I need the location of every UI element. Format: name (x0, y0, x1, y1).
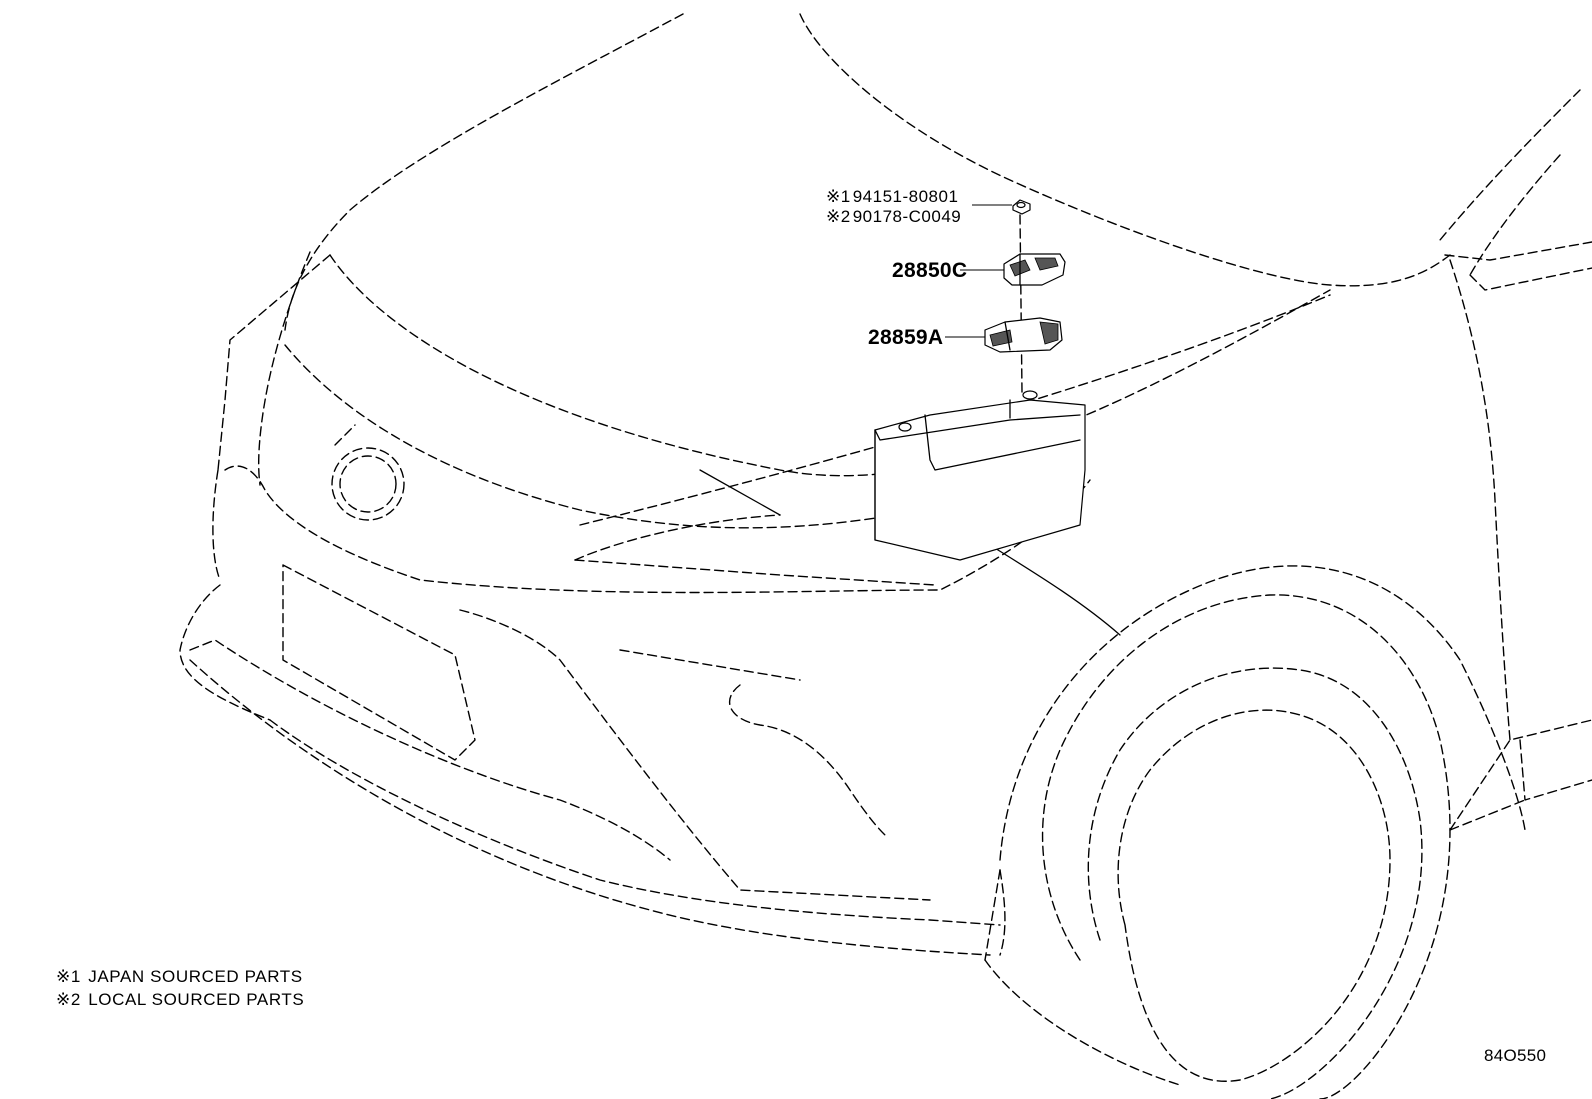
battery-bracket-icon (984, 317, 1063, 353)
assembly-line (1019, 214, 1023, 393)
leader-lines (945, 204, 1012, 338)
license-plate-outline (282, 564, 476, 761)
grille-outline (574, 469, 1121, 636)
fuse-block-icon (1003, 253, 1066, 286)
illustration-code: 84O550 (1484, 1046, 1547, 1065)
bumper-outline (179, 465, 1091, 961)
callout-bracket: 28859A (868, 326, 944, 349)
washer-local-part-number: 90178-C0049 (852, 207, 962, 226)
washer-japan-part-number: 94151-80801 (852, 187, 959, 206)
wheel-outline (984, 565, 1526, 1099)
battery-icon (874, 390, 1086, 561)
legend-local-text: LOCAL SOURCED PARTS (88, 990, 305, 1009)
japan-mark: ※1 (826, 187, 851, 206)
nut-washer-icon (1012, 199, 1031, 215)
legend-local: ※2 LOCAL SOURCED PARTS (56, 991, 304, 1008)
headlamp-outline (331, 424, 405, 521)
legend-japan-mark: ※1 (56, 967, 81, 986)
legend-local-mark: ※2 (56, 990, 81, 1009)
callout-fuse-block: 28850C (892, 259, 968, 282)
fender-outline (1449, 259, 1592, 831)
legend-japan-text: JAPAN SOURCED PARTS (88, 967, 303, 986)
legend-japan: ※1 JAPAN SOURCED PARTS (56, 968, 303, 985)
local-mark: ※2 (826, 207, 851, 226)
